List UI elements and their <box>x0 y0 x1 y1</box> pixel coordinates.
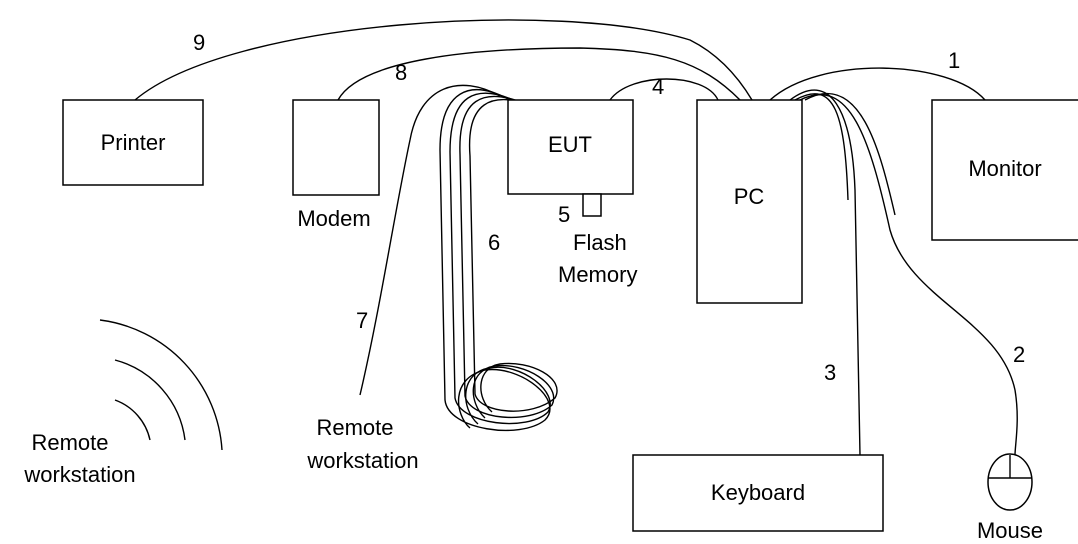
pc-device: PC <box>696 99 803 304</box>
flash-memory-device: Flash Memory <box>558 193 637 287</box>
keyboard-device: Keyboard <box>632 454 884 532</box>
eut-label: EUT <box>548 132 592 157</box>
cable-7-remote <box>359 84 501 396</box>
cable-6-coil-c <box>459 95 555 419</box>
cable-number-3: 3 <box>824 360 836 385</box>
cable-6-coil-a <box>439 89 551 432</box>
monitor-label: Monitor <box>968 156 1041 181</box>
cable-number-9: 9 <box>193 30 205 55</box>
cable-number-7: 7 <box>356 308 368 333</box>
remote-workstation-left: Remote workstation <box>23 430 135 487</box>
cable-1-pc-monitor <box>769 67 986 101</box>
cable-number-6: 6 <box>488 230 500 255</box>
keyboard-label: Keyboard <box>711 480 805 505</box>
mouse-device: Mouse <box>977 453 1043 543</box>
cable-number-5: 5 <box>558 202 570 227</box>
cable-4-eut-pc <box>609 78 719 101</box>
cable-6-coil-b <box>449 92 551 425</box>
wireless-arc-3 <box>99 319 223 451</box>
remote-workstation-mid: Remote workstation <box>306 415 418 473</box>
printer-label: Printer <box>101 130 166 155</box>
modem-label: Modem <box>297 206 370 231</box>
remote-left-line1: Remote <box>31 430 108 455</box>
eut-device: EUT <box>507 99 634 195</box>
cable-numbers: 1 2 3 4 5 6 7 8 9 <box>193 30 1025 385</box>
cable-8-modem-pc <box>337 47 741 101</box>
flash-memory-label-line1: Flash <box>573 230 627 255</box>
cable-6-coil-d <box>468 98 558 413</box>
mouse-label: Mouse <box>977 518 1043 543</box>
cables <box>99 19 1018 456</box>
cable-9-printer-pc <box>134 19 753 101</box>
wireless-arc-1 <box>114 399 151 441</box>
flash-memory-label-line2: Memory <box>558 262 637 287</box>
remote-mid-line2: workstation <box>306 448 418 473</box>
monitor-device: Monitor <box>931 99 1078 241</box>
cable-number-4: 4 <box>652 74 664 99</box>
remote-left-line2: workstation <box>23 462 135 487</box>
pc-label: PC <box>734 184 765 209</box>
cable-number-2: 2 <box>1013 342 1025 367</box>
cable-number-1: 1 <box>948 48 960 73</box>
cable-3-pc-keyboard-b <box>794 93 849 201</box>
mouse-icon <box>987 453 1033 511</box>
cable-2-pc-mouse-b <box>804 92 896 216</box>
cable-2-pc-mouse <box>799 93 1018 456</box>
cable-3-pc-keyboard <box>789 89 861 456</box>
cable-number-8: 8 <box>395 60 407 85</box>
printer-device: Printer <box>62 99 204 186</box>
remote-mid-line1: Remote <box>316 415 393 440</box>
modem-device: Modem <box>292 99 380 231</box>
wireless-arc-2 <box>114 359 186 441</box>
